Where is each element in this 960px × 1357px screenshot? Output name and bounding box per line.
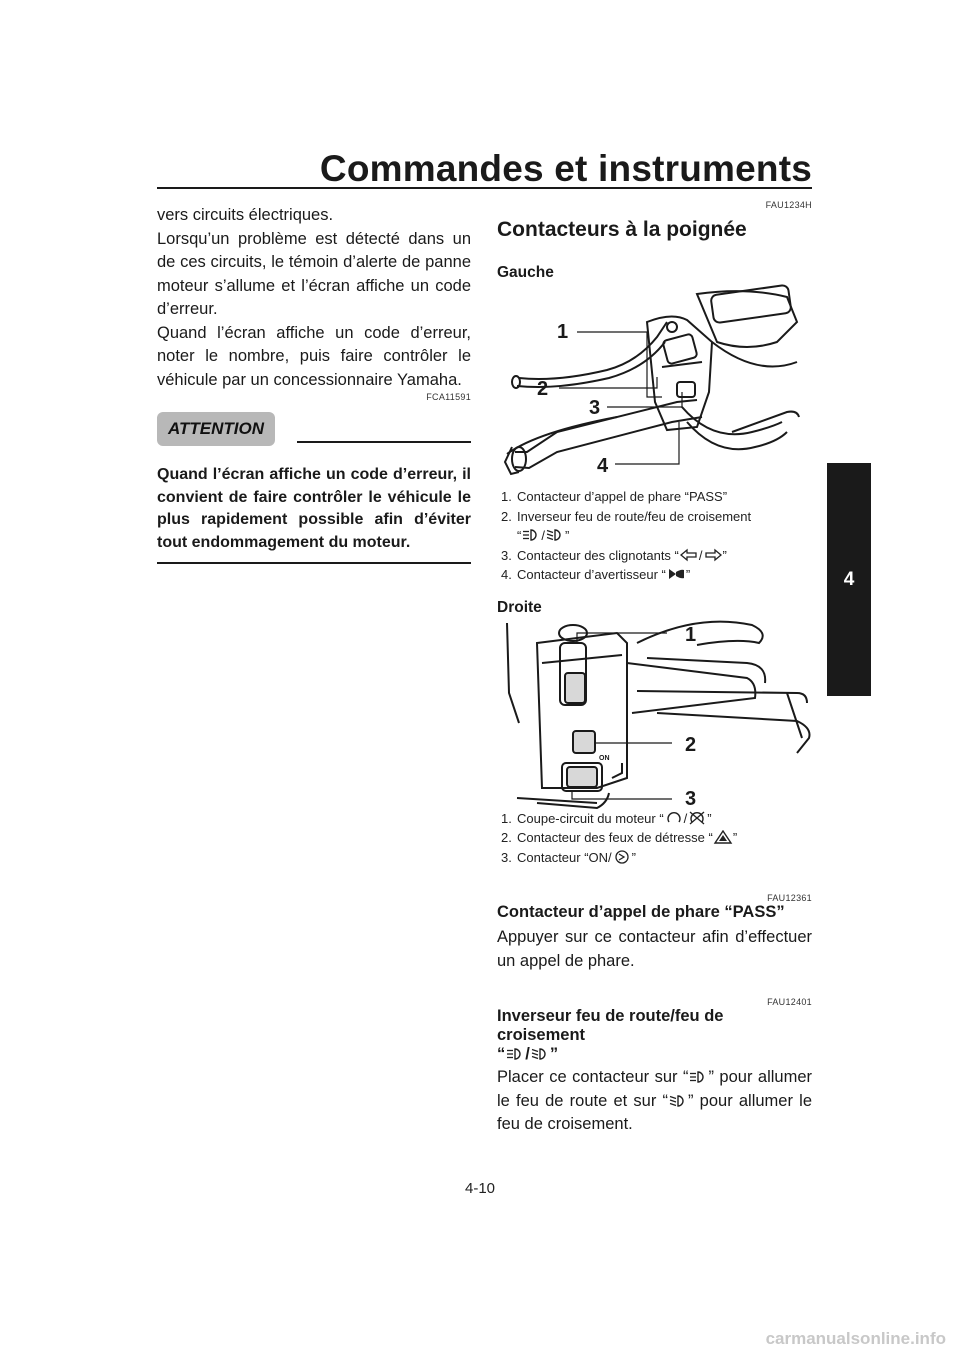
low-beam-icon xyxy=(545,528,565,542)
high-beam-icon xyxy=(688,1070,708,1084)
pass-text: Appuyer sur ce contacteur afin d’effectu… xyxy=(497,928,812,970)
attention-badge: ATTENTION xyxy=(157,412,275,446)
horn-icon xyxy=(666,567,686,581)
caption-item: 2.Inverseur feu de route/feu de croiseme… xyxy=(501,508,752,544)
caption-item: 3.Contacteur des clignotants “/” xyxy=(501,547,727,563)
paragraph: vers circuits électriques. xyxy=(157,206,334,224)
caption-item: 1.Contacteur d’appel de phare “PASS” xyxy=(501,489,728,504)
turn-right-icon xyxy=(703,548,723,562)
high-beam-icon xyxy=(521,528,541,542)
chapter-number: 4 xyxy=(843,568,855,590)
right-handlebar-label: Droite xyxy=(497,598,542,616)
low-beam-icon xyxy=(530,1047,550,1061)
reference-code: FAU12401 xyxy=(767,997,812,1007)
section-title: Contacteurs à la poignée xyxy=(497,218,747,241)
attention-text: Quand l’écran affiche un code d’erreur, … xyxy=(157,466,471,551)
turn-left-icon xyxy=(679,548,699,562)
reference-code: FAU1234H xyxy=(765,200,812,210)
start-icon xyxy=(612,850,632,864)
attention-bottom-rule xyxy=(157,562,471,564)
left-handlebar-figure: 1 2 3 4 xyxy=(497,282,812,487)
callout-1: 1 xyxy=(685,624,696,646)
engine-stop-icon xyxy=(687,811,707,825)
caption-item: 4.Contacteur d’avertisseur “” xyxy=(501,567,691,582)
on-label: ON xyxy=(599,755,610,762)
hazard-icon xyxy=(713,830,733,844)
left-handlebar-illustration: 1 2 3 4 xyxy=(503,284,800,477)
reference-code: FAU12361 xyxy=(767,893,812,903)
page-title: Commandes et instruments xyxy=(319,148,812,189)
attention-header: ATTENTION xyxy=(157,412,471,452)
left-handlebar-label: Gauche xyxy=(497,264,554,281)
left-column: vers circuits électriques. Lorsqu’un pro… xyxy=(157,204,471,564)
right-handlebar-figure: 1 2 3 ON xyxy=(497,603,812,813)
right-caption-list: 1.Coupe-circuit du moteur “/” 2.Contacte… xyxy=(497,809,812,868)
dimmer-heading: Inverseur feu de route/feu de croisement… xyxy=(497,1007,724,1063)
callout-1: 1 xyxy=(557,321,568,343)
right-handlebar-illustration: 1 2 3 ON xyxy=(506,620,811,810)
right-column: FAU1234H Contacteurs à la poignée Gauche xyxy=(497,200,812,1137)
watermark: carmanualsonline.info xyxy=(765,1329,946,1348)
callout-2: 2 xyxy=(685,734,696,756)
left-caption-list: 1.Contacteur d’appel de phare “PASS” 2.I… xyxy=(497,487,812,585)
callout-2: 2 xyxy=(537,378,548,400)
dimmer-text: Placer ce contacteur sur “” pour allumer… xyxy=(497,1068,812,1133)
attention-rule xyxy=(297,441,471,443)
callout-3: 3 xyxy=(589,397,600,419)
pass-heading: Contacteur d’appel de phare “PASS” xyxy=(497,903,785,921)
high-beam-icon xyxy=(505,1047,525,1061)
reference-code: FCA11591 xyxy=(426,392,471,402)
title-rule xyxy=(157,187,812,189)
callout-3: 3 xyxy=(685,788,696,810)
chapter-tab[interactable]: 4 xyxy=(827,463,871,696)
low-beam-icon xyxy=(668,1094,688,1108)
page-number: 4-10 xyxy=(464,1180,496,1197)
paragraph: Lorsqu’un problème est détecté dans un d… xyxy=(157,229,471,319)
callout-4: 4 xyxy=(597,455,609,477)
caption-item: 2.Contacteur des feux de détresse “” xyxy=(501,830,738,845)
caption-item: 1.Coupe-circuit du moteur “/” xyxy=(501,810,712,826)
paragraph: Quand l’écran affiche un code d’erreur, … xyxy=(157,323,471,389)
engine-run-icon xyxy=(664,811,684,825)
caption-item: 3.Contacteur “ON/” xyxy=(501,849,636,865)
